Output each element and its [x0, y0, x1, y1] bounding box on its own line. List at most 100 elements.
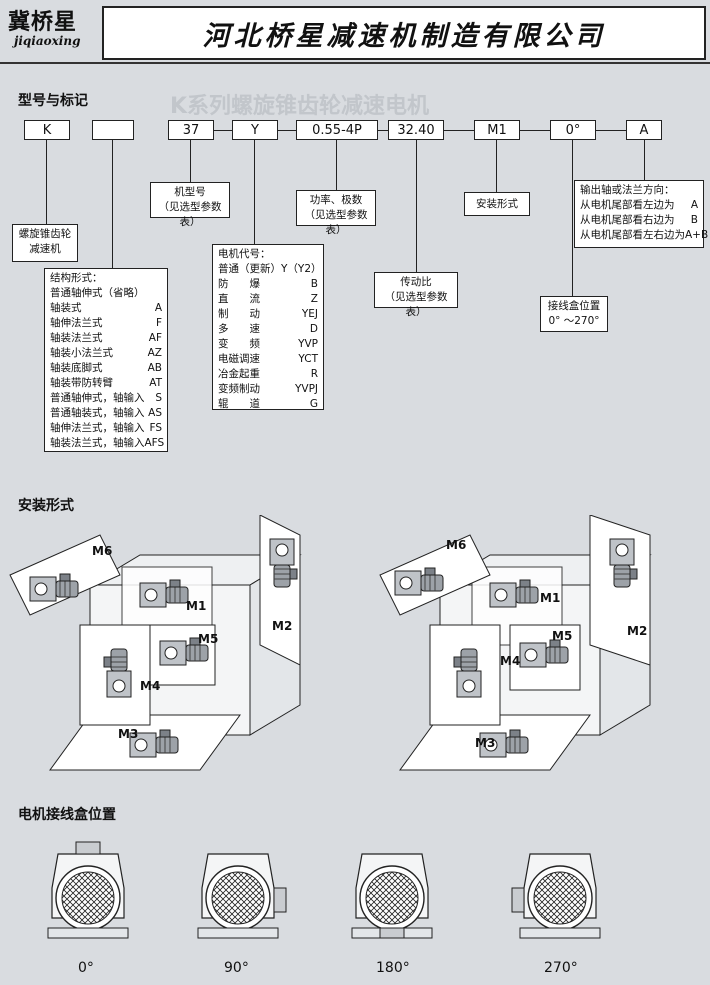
terminal-section-title: 电机接线盒位置	[18, 807, 116, 823]
item-label: 轴装小法兰式	[50, 347, 113, 359]
item-code: AT	[149, 377, 162, 389]
item-label: 从电机尾部看左右边为	[580, 229, 685, 241]
code-dash	[378, 130, 388, 131]
note-mounting: 安装形式	[464, 192, 530, 216]
code-dash	[520, 130, 550, 131]
code-box-structure	[92, 120, 134, 140]
label-m4: M4	[500, 654, 520, 668]
item-label: 多 速	[218, 323, 260, 335]
item-label: 冶金起重	[218, 368, 260, 380]
list-item: 轴装式 A	[50, 301, 162, 316]
connector-line	[46, 140, 47, 224]
connector-line	[112, 140, 113, 268]
connector-line	[496, 140, 497, 192]
item-label: 辊 道	[218, 398, 260, 410]
list-item: 轴装小法兰式 AZ	[50, 346, 162, 361]
item-code: AZ	[147, 347, 162, 359]
label-m5: M5	[552, 629, 572, 643]
note-line: （见选型参数表）	[384, 291, 448, 318]
connector-line	[416, 140, 417, 272]
terminal-view-270	[511, 853, 601, 939]
item-code: AS	[148, 407, 162, 419]
item-label: 直 流	[218, 293, 260, 305]
header-divider	[0, 62, 710, 64]
item-label: 轴装法兰式	[50, 332, 103, 344]
angle-label-0: 0°	[78, 960, 94, 976]
item-code: AFS	[144, 437, 165, 449]
label-m2: M2	[272, 619, 292, 633]
item-label: 普通轴装式，轴输入	[50, 407, 145, 419]
item-code: YCT	[298, 353, 318, 365]
code-dash	[214, 130, 232, 131]
brand-logo-latin: jiqiaoxing	[14, 34, 81, 48]
item-label: 轴装法兰式，轴输入	[50, 437, 145, 449]
item-code: YVP	[298, 338, 318, 350]
note-line: 减速机	[29, 243, 61, 255]
note-line: 传动比	[400, 276, 432, 288]
item-label: 轴装带防转臂	[50, 377, 113, 389]
note-power: 功率、极数 （见选型参数表）	[296, 190, 376, 236]
label-m1: M1	[540, 591, 560, 605]
model-section-title: 型号与标记	[18, 93, 88, 109]
item-label: 变 频	[218, 338, 260, 350]
note-k-type: 螺旋锥齿轮 减速机	[12, 224, 78, 262]
item-code: A	[690, 199, 698, 211]
item-label: 轴伸法兰式，轴输入	[50, 422, 145, 434]
item-label: 制 动	[218, 308, 260, 320]
terminal-box-diagrams	[47, 841, 601, 939]
code-box-mounting: M1	[474, 120, 520, 140]
item-label: 轴装式	[50, 302, 82, 314]
label-m3: M3	[475, 736, 495, 750]
code-box-terminal: 0°	[550, 120, 596, 140]
angle-label-180: 180°	[376, 960, 410, 976]
list-item: 普通轴伸式（省略）	[50, 286, 162, 301]
note-title: 输出轴或法兰方向：	[580, 184, 675, 196]
code-dash	[444, 130, 474, 131]
note-title: 结构形式：	[50, 272, 103, 284]
code-dash	[278, 130, 296, 131]
list-item: 轴装带防转臂 AT	[50, 376, 162, 391]
code-dash	[596, 130, 626, 131]
angle-label-90: 90°	[224, 960, 249, 976]
list-item: 普通（更新）Y（Y2）	[218, 262, 322, 277]
terminal-view-0	[47, 841, 129, 939]
label-m2: M2	[627, 624, 647, 638]
connector-line	[644, 140, 645, 180]
item-code: B	[310, 278, 318, 290]
note-frame: 机型号 （见选型参数表）	[150, 182, 230, 228]
note-title: 电机代号：	[218, 248, 271, 260]
terminal-view-90	[197, 853, 287, 939]
code-box-motor: Y	[232, 120, 278, 140]
item-code: A+B	[685, 229, 709, 241]
item-label: 从电机尾部看右边为	[580, 214, 675, 226]
code-box-shaft: A	[626, 120, 662, 140]
label-m4: M4	[140, 679, 160, 693]
label-m5: M5	[198, 632, 218, 646]
connector-line	[190, 140, 191, 182]
note-line: 功率、极数	[309, 194, 363, 206]
note-line: 接线盒位置	[547, 300, 601, 312]
item-code: AF	[148, 332, 162, 344]
note-line: 0° ～270°	[548, 315, 600, 327]
list-item: 轴装法兰式 AF	[50, 331, 162, 346]
mounting-diagrams: M1 M2 M3 M4 M5 M6 M1 M2 M3 M4 M5 M6	[9, 515, 652, 771]
item-code: D	[309, 323, 318, 335]
item-code: A	[154, 302, 162, 314]
code-box-ratio: 32.40	[388, 120, 444, 140]
connector-line	[572, 140, 573, 296]
